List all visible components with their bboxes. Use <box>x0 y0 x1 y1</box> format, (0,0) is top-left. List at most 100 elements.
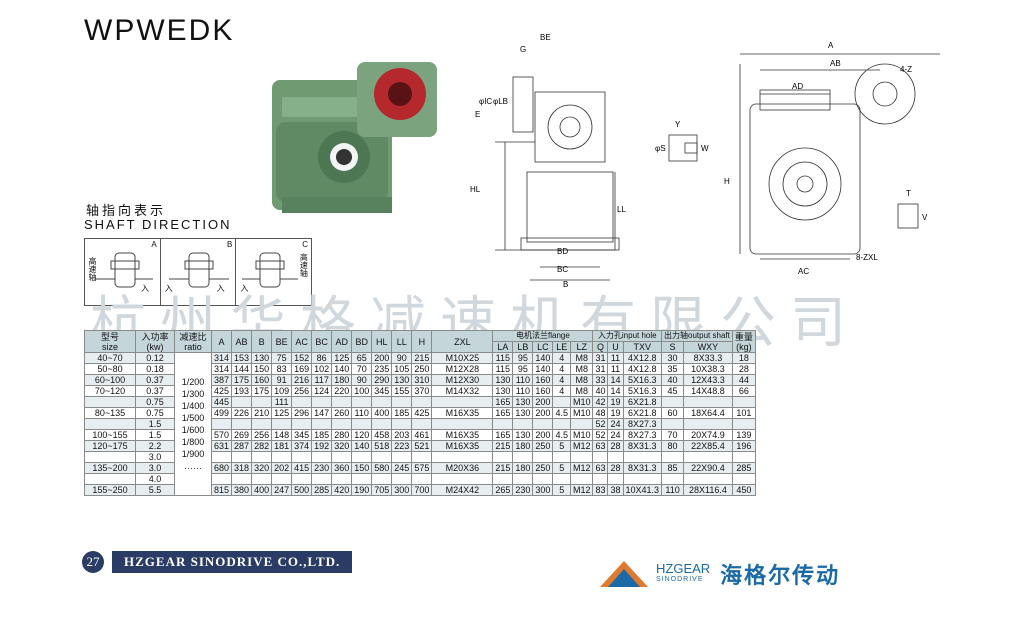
table-cell: 200 <box>371 352 393 364</box>
dim-label: Y <box>675 120 681 129</box>
panel-left-text: 高速轴 <box>88 257 97 281</box>
table-cell: 203 <box>391 429 413 441</box>
table-cell: 115 <box>492 352 514 364</box>
table-cell: 111 <box>271 396 293 408</box>
table-cell: M12X30 <box>431 374 494 386</box>
dim-label: AB <box>830 59 841 68</box>
table-cell: 24 <box>607 429 624 441</box>
table-cell: 200 <box>532 429 554 441</box>
shaft-direction-a: A 高速轴 入 <box>85 239 161 305</box>
table-cell: 130 <box>512 407 534 419</box>
col-u: U <box>607 341 624 353</box>
table-cell: 0.37 <box>135 374 175 386</box>
col-power: 入功率(kw) <box>135 330 175 353</box>
table-cell: 83 <box>592 484 609 496</box>
col-H: H <box>411 330 433 353</box>
table-cell: 185 <box>391 407 413 419</box>
table-cell <box>607 473 624 485</box>
table-cell: M10 <box>569 396 594 408</box>
table-cell: 60 <box>661 407 685 419</box>
table-cell <box>411 451 433 463</box>
table-cell: 38 <box>607 484 624 496</box>
table-cell: 285 <box>311 484 333 496</box>
table-cell <box>251 396 273 408</box>
table-cell: 0.12 <box>135 352 175 364</box>
table-cell: 101 <box>731 407 756 419</box>
table-cell: 5X16.3 <box>622 374 663 386</box>
gearbox-outline-icon <box>95 252 153 288</box>
table-cell: 175 <box>251 385 273 397</box>
table-cell: M10 <box>569 429 594 441</box>
table-cell <box>532 451 554 463</box>
col-LL: LL <box>391 330 413 353</box>
table-cell: 190 <box>351 484 373 496</box>
ratio-value: 1/200 <box>181 377 205 387</box>
table-cell: 185 <box>311 429 333 441</box>
table-cell <box>311 396 333 408</box>
table-cell: 110 <box>512 385 534 397</box>
table-cell: M12X28 <box>431 363 494 375</box>
table-cell <box>351 418 373 430</box>
table-cell: 499 <box>210 407 233 419</box>
table-cell: 345 <box>371 385 393 397</box>
table-cell: 35 <box>661 363 685 375</box>
table-cell: 260 <box>331 407 353 419</box>
table-cell <box>351 451 373 463</box>
table-cell <box>391 473 413 485</box>
table-cell: 0.18 <box>135 363 175 375</box>
table-cell: 42 <box>592 396 609 408</box>
table-cell <box>391 451 413 463</box>
table-cell: 65 <box>351 352 373 364</box>
table-cell: 287 <box>231 440 253 452</box>
table-cell <box>231 418 253 430</box>
table-cell <box>231 396 253 408</box>
table-cell: 8X33.3 <box>683 352 733 364</box>
table-cell: 380 <box>231 484 253 496</box>
table-cell: 518 <box>371 440 393 452</box>
col-BE: BE <box>271 330 293 353</box>
dim-label: φS <box>655 144 666 153</box>
table-cell <box>532 473 554 485</box>
table-cell: 160 <box>251 374 273 386</box>
table-cell <box>371 451 393 463</box>
table-cell: M8 <box>569 363 594 375</box>
table-cell: 400 <box>371 407 393 419</box>
table-cell <box>731 451 756 463</box>
table-cell: 196 <box>731 440 756 452</box>
table-cell: 200 <box>532 396 554 408</box>
dim-label: G <box>520 45 526 54</box>
table-cell: 165 <box>492 429 514 441</box>
table-cell: 19 <box>607 396 624 408</box>
table-cell <box>251 473 273 485</box>
table-cell <box>622 451 663 463</box>
table-cell: M8 <box>569 352 594 364</box>
header-text: 减速比 <box>179 331 207 342</box>
table-cell: 85 <box>661 462 685 474</box>
table-cell: 320 <box>331 440 353 452</box>
table-cell: 4 <box>552 352 571 364</box>
table-cell: 95 <box>512 363 534 375</box>
table-cell: 400 <box>251 484 273 496</box>
table-cell: 28 <box>607 462 624 474</box>
table-cell: 181 <box>271 440 293 452</box>
table-cell <box>371 418 393 430</box>
panel-left-text: 入 <box>164 284 173 293</box>
table-cell: 45 <box>661 385 685 397</box>
table-cell: 130 <box>492 385 514 397</box>
table-cell: 40 <box>592 385 609 397</box>
table-cell <box>683 396 733 408</box>
table-cell <box>683 473 733 485</box>
table-cell: 22X90.4 <box>683 462 733 474</box>
table-cell: 4X12.8 <box>622 363 663 375</box>
dim-label: W <box>701 144 709 153</box>
table-cell <box>311 451 333 463</box>
table-cell: M12 <box>569 440 594 452</box>
col-BC: BC <box>311 330 333 353</box>
table-cell: 52 <box>592 429 609 441</box>
col-B: B <box>251 330 273 353</box>
table-cell: M12 <box>569 484 594 496</box>
table-cell <box>210 451 233 463</box>
table-cell <box>431 473 494 485</box>
